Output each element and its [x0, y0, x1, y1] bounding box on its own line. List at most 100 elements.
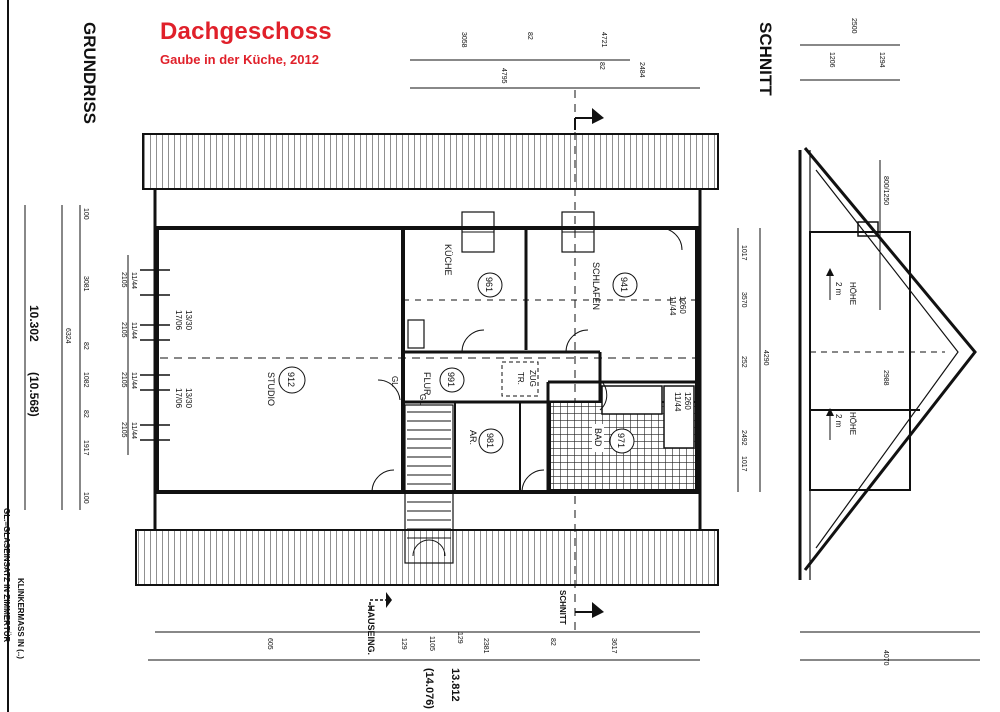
dim-bottom-3: 129 [456, 632, 463, 644]
dim-left-outer-0: 10.302 [27, 305, 41, 342]
room-studio-size3: 17/06 [174, 388, 183, 409]
schnitt-marker-label: SCHNITT [558, 590, 567, 625]
dim-left-win-7: 2105 [120, 422, 127, 438]
dim-bottom-4: 2381 [482, 638, 489, 654]
room-bad-name: BAD [593, 428, 603, 447]
dim-left-inner-1: 3081 [82, 276, 89, 292]
dim-left-win-5: 2105 [120, 372, 127, 388]
dim-bottom-0: 605 [266, 638, 273, 650]
room-bad: BAD 971 11/44 1260 [592, 392, 692, 454]
schnitt-label: SCHNITT [756, 22, 775, 96]
room-studio-size4: 13/30 [184, 388, 193, 409]
room-ar: AR. 981 [468, 428, 504, 454]
room-bad-size1: 11/44 [673, 392, 682, 412]
dashed-axes [160, 90, 697, 630]
interior-walls [401, 228, 697, 492]
roof-top-band [142, 133, 719, 190]
dim-bottom-6: 3617 [610, 638, 617, 654]
room-flur: FLUR 991 GL GL [390, 367, 465, 405]
room-schlafen-number: 941 [619, 277, 629, 292]
dim-right-0: 1017 [740, 245, 747, 261]
dim-left-win-2: 11/44 [130, 322, 137, 339]
staircase [404, 404, 454, 564]
dim-right-3: 252 [740, 356, 747, 368]
dim-top-4: 82 [598, 62, 605, 70]
room-kueche: KÜCHE 961 [443, 244, 503, 298]
outer-walls [153, 189, 702, 530]
dim-left: 10.302 (10.568) 6324 100 3081 82 1082 82… [24, 205, 137, 510]
section-hoehe-2: HÖHE [848, 412, 857, 435]
dim-left-win-3: 2105 [120, 322, 127, 338]
dim-right-1: 3570 [740, 292, 747, 308]
room-studio-number: 912 [286, 372, 296, 387]
section-hoehe-1: HÖHE [848, 282, 857, 305]
legend-glaseinsatz: GL.=GLASEINSATZ IN ZIMMERTÜR [2, 508, 11, 643]
dim-top-5: 2484 [638, 62, 645, 78]
dim-top-2: 4795 [500, 68, 507, 84]
schnitt-marker-bottom: SCHNITT [558, 590, 604, 625]
zug-tr-line2: TR. [516, 372, 525, 385]
bad-tub [663, 385, 695, 449]
dim-left-inner-0: 100 [82, 208, 89, 220]
plan-title: Dachgeschoss [160, 18, 332, 45]
dim-left-win-4: 11/44 [130, 372, 137, 389]
room-studio-name: STUDIO [266, 372, 276, 406]
room-studio-size1: 17/06 [174, 310, 183, 331]
dim-left-inner-5: 1917 [82, 440, 89, 456]
schnitt-marker-top [574, 108, 604, 130]
section-mid-dim: 2988 [882, 370, 889, 386]
dim-left-inner-4: 82 [82, 410, 89, 418]
room-flur-number: 991 [446, 372, 456, 387]
dim-top-3: 4721 [600, 32, 607, 48]
plan-subtitle: Gaube in der Küche, 2012 [160, 52, 319, 67]
dim-left-inner-6: 100 [82, 492, 89, 504]
room-kueche-number: 961 [484, 277, 494, 292]
dim-top-right-0: 2500 [850, 18, 857, 34]
door-swings [371, 227, 683, 493]
dim-bottom-5: 82 [549, 638, 556, 646]
room-schlafen-size2: 1260 [678, 296, 687, 314]
dim-right: 1017 3570 4290 252 2492 1017 [737, 228, 769, 492]
room-flur-name: FLUR [422, 372, 432, 396]
grundriss-label: GRUNDRISS [80, 22, 99, 124]
dim-bottom-2: 129 [400, 638, 407, 650]
room-ar-name: AR. [468, 430, 478, 445]
dim-bottom: 605 1105 129 129 2381 82 3617 13.812 (14… [148, 631, 700, 709]
section-bottom-dim: 4070 [882, 650, 889, 666]
dim-left-win-0: 11/44 [130, 272, 137, 289]
room-bad-size2: 1260 [683, 392, 692, 410]
skylight-schlafen [561, 211, 595, 253]
room-kueche-name: KÜCHE [443, 244, 453, 276]
hauseingang-label: HAUSEING. [366, 605, 376, 655]
skylight-kueche [461, 211, 495, 253]
dim-right-5: 1017 [740, 456, 747, 472]
dim-top-right-2: 1294 [878, 52, 885, 68]
kitchen-stove [407, 319, 425, 349]
dim-top-right-1: 1206 [828, 52, 835, 68]
dim-top-right: 2500 1206 1294 [800, 18, 900, 81]
dim-left-inner-3: 1082 [82, 372, 89, 388]
roof-bottom-band [135, 529, 719, 586]
flur-gl-label-1: GL [390, 376, 399, 387]
zug-tr: ZUG TR. [501, 361, 539, 397]
dim-right-4: 2492 [740, 430, 747, 446]
flur-gl-label-2: GL [418, 394, 427, 405]
dim-top: 3058 82 4795 4721 82 2484 [410, 32, 700, 89]
room-schlafen: SCHLAFEN 941 11/44 1260 [591, 262, 687, 316]
section-ridge-label: 800/1250 [882, 176, 889, 205]
room-schlafen-size1: 11/44 [668, 296, 677, 316]
section-hoehe-1-val: 2 m [834, 282, 843, 296]
section-hoehe-2-val: 2 m [834, 414, 843, 428]
bad-washbasin [601, 385, 663, 415]
dim-top-0: 3058 [460, 32, 467, 48]
legend-klinkermass: KLINKERMASS IN (..) [16, 578, 25, 659]
hauseingang-marker: HAUSEING. [366, 592, 392, 655]
dim-left-inner-2: 82 [82, 342, 89, 350]
dim-top-1: 82 [526, 32, 533, 40]
left-window-markers [140, 269, 170, 441]
dim-left-win-1: 2105 [120, 272, 127, 288]
dim-right-2: 4290 [762, 350, 769, 366]
dim-left-outer-1: (10.568) [27, 372, 41, 417]
dim-bottom-total-0: 13.812 [449, 668, 461, 702]
